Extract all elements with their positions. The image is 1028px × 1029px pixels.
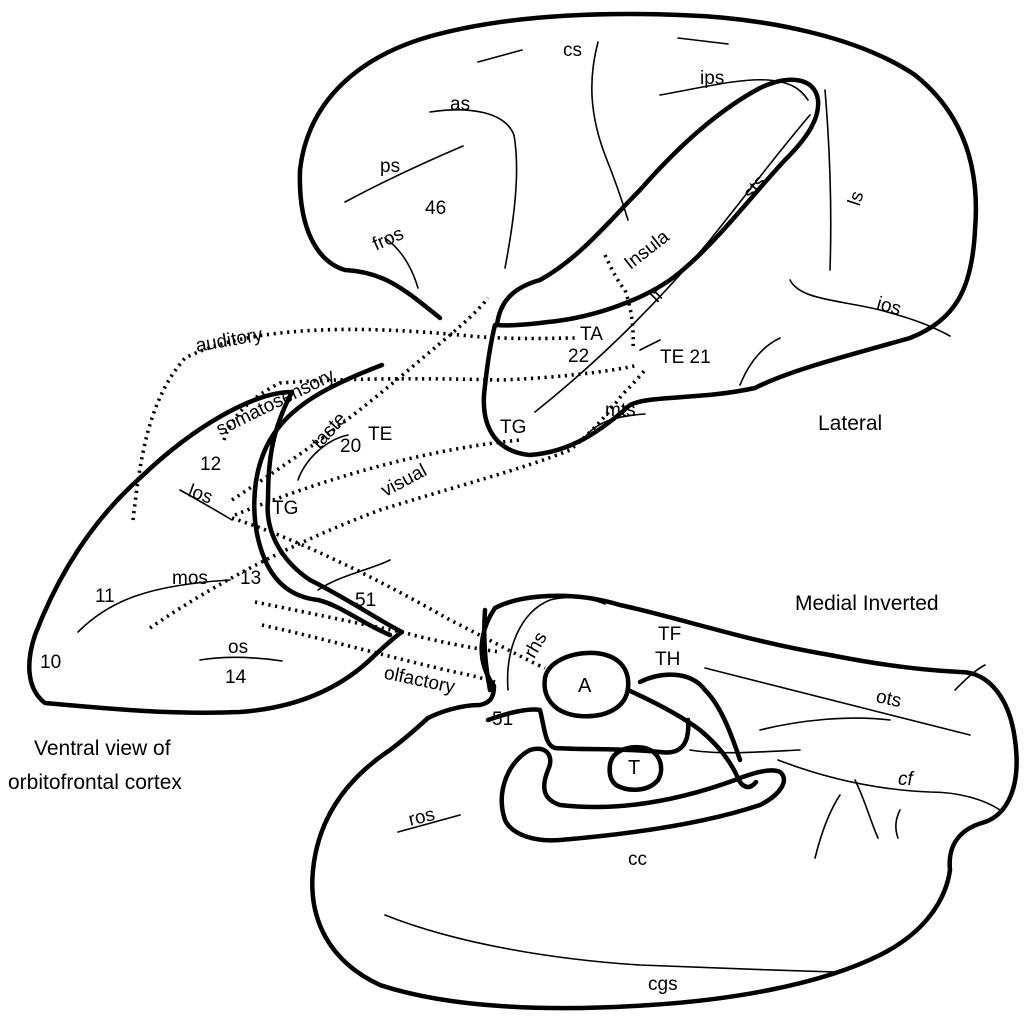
cingulate-sulcus xyxy=(385,915,835,972)
label-los: los xyxy=(185,481,215,509)
label-insula: Insula xyxy=(621,226,674,274)
label-te21: TE 21 xyxy=(660,347,711,368)
hippocampus-arc xyxy=(628,690,756,787)
caption-ventral-line1: Ventral view of xyxy=(34,737,171,760)
occipitotemporal-sulcus xyxy=(705,668,970,735)
label-area-11: 11 xyxy=(95,586,115,607)
label-ta: TA xyxy=(580,324,603,345)
lateral-dash-2 xyxy=(678,38,728,44)
lunate-sulcus xyxy=(825,90,831,270)
caption-lateral: Lateral xyxy=(818,412,882,435)
principal-sulcus xyxy=(345,146,463,202)
area-51-sulcus xyxy=(318,560,390,590)
caption-ventral-line2: orbitofrontal cortex xyxy=(8,771,182,794)
label-ps: ps xyxy=(380,156,400,177)
pathway-visual xyxy=(150,370,645,628)
medial-sulcus-5 xyxy=(690,750,800,753)
lateral-dash-3 xyxy=(640,340,660,350)
label-area-13: 13 xyxy=(240,568,261,589)
label-area-51-ventral: 51 xyxy=(355,590,376,611)
label-mos: mos xyxy=(172,568,208,589)
lateral-dash-1 xyxy=(478,50,522,62)
label-amygdala: A xyxy=(578,675,592,697)
intraparietal-sulcus xyxy=(660,80,808,100)
label-tg-lateral: TG xyxy=(500,417,526,438)
label-cf: cf xyxy=(898,769,915,790)
label-mts: mts xyxy=(605,400,636,421)
label-as: as xyxy=(450,94,470,115)
medial-labels: rhs TF TH A 51 ots cf ros T cc cgs xyxy=(406,624,914,995)
medial-sulcus-3 xyxy=(896,810,900,838)
label-ips: ips xyxy=(700,68,724,89)
label-area-22: 22 xyxy=(568,346,589,367)
central-sulcus xyxy=(592,42,628,220)
label-thalamus: T xyxy=(628,757,640,779)
label-cs: cs xyxy=(563,40,582,61)
medial-inner-ridge xyxy=(640,675,740,760)
label-cgs: cgs xyxy=(648,974,678,995)
label-area-12: 12 xyxy=(200,454,221,475)
ventral-labels: 12 TE 20 los TG mos 13 11 51 10 os 14 xyxy=(40,424,392,688)
label-olfactory: olfactory xyxy=(382,663,457,699)
medial-sulcus-2 xyxy=(815,795,840,858)
label-os: os xyxy=(228,637,248,658)
label-tf: TF xyxy=(658,624,681,645)
label-ros: ros xyxy=(406,804,437,831)
ventral-view xyxy=(29,298,645,713)
arcuate-sulcus xyxy=(430,110,517,268)
medial-sulcus-1 xyxy=(855,780,878,838)
label-auditory: auditory xyxy=(194,324,265,357)
insula-outline xyxy=(497,80,818,326)
label-visual: visual xyxy=(378,460,431,501)
label-te-ventral: TE xyxy=(368,424,392,445)
label-th: TH xyxy=(655,649,680,670)
label-cc: cc xyxy=(628,849,647,870)
label-ots: ots xyxy=(874,686,903,712)
label-rhs: rhs xyxy=(520,629,551,662)
label-sts: sts xyxy=(739,172,771,204)
caption-medial-inverted: Medial Inverted xyxy=(795,592,939,615)
medial-sulcus-6 xyxy=(760,718,890,730)
label-fros: fros xyxy=(369,223,406,255)
label-area-51-medial: 51 xyxy=(492,709,513,730)
label-ls: ls xyxy=(844,189,868,209)
collateral-fissure xyxy=(778,760,1000,810)
label-area-10: 10 xyxy=(40,652,61,673)
label-tg-ventral: TG xyxy=(272,498,298,519)
label-area-20: 20 xyxy=(340,436,361,457)
corpus-callosum-outline xyxy=(502,749,784,841)
label-area-14: 14 xyxy=(225,667,247,688)
inferior-occipital-sulcus xyxy=(790,280,950,336)
label-area-46: 46 xyxy=(425,198,446,219)
